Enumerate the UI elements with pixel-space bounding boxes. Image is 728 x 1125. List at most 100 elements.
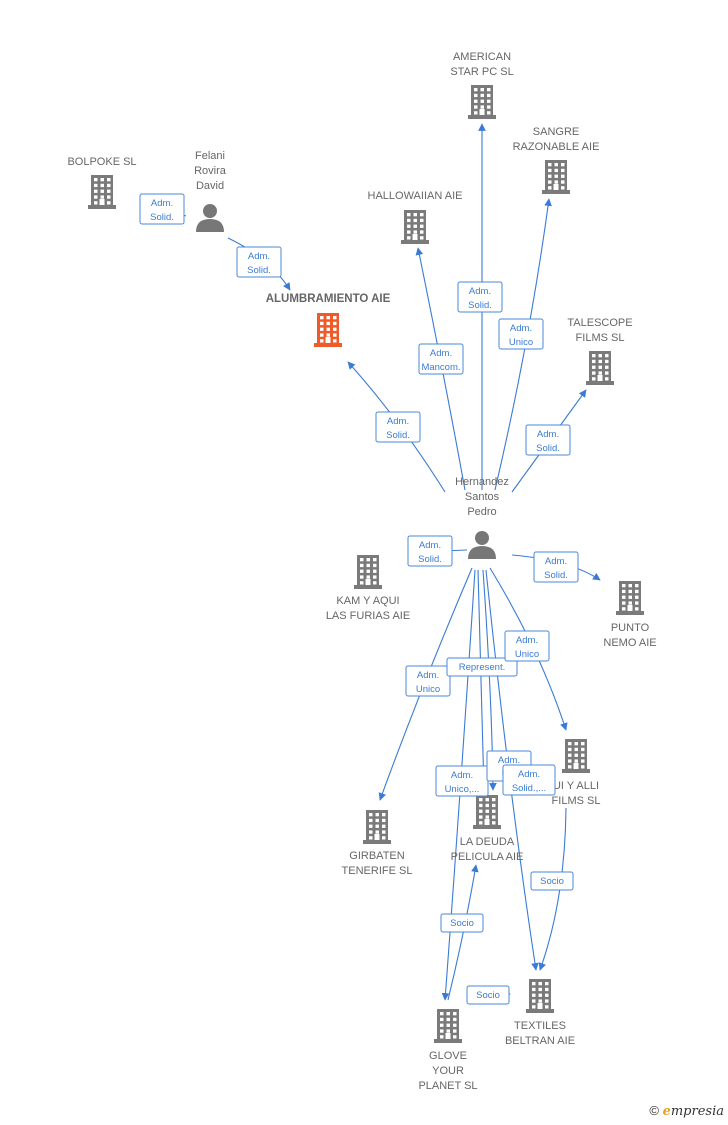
edge-badge-e1[interactable]: Adm. Solid. (139, 193, 185, 225)
building-icon (586, 351, 614, 385)
edge-badge-text: Solid. (247, 265, 271, 276)
building-icon (88, 175, 116, 209)
node-label: BELTRAN AIE (505, 1035, 575, 1047)
building-icon (401, 210, 429, 244)
node-label: GLOVE (429, 1050, 467, 1062)
edge-badge-e8[interactable]: Adm. Solid. (407, 535, 453, 567)
copyright-symbol: © (649, 1103, 659, 1118)
edge-badge-box (498, 318, 544, 350)
edge-badge-text: Adm. (417, 670, 439, 681)
node-hallowaiian[interactable]: HALLOWAIIAN AIE (368, 190, 463, 244)
edge-badge-e13[interactable]: Adm.Unico,... (435, 765, 489, 797)
building-icon (354, 555, 382, 589)
node-label: ALUMBRAMIENTO AIE (266, 293, 391, 305)
node-punto[interactable]: PUNTO NEMO AIE (603, 581, 657, 649)
edge-badge-text: Mancom. (421, 362, 460, 373)
node-label: PLANET SL (418, 1080, 477, 1092)
node-textiles[interactable]: TEXTILES BELTRAN AIE (505, 979, 575, 1047)
node-label: LAS FURIAS AIE (326, 610, 410, 622)
building-icon (542, 160, 570, 194)
edge-badge-text: Solid. (386, 430, 410, 441)
brand-logo[interactable]: empresia (662, 1104, 724, 1119)
building-icon (363, 810, 391, 844)
edge-badge-text: Unico (416, 684, 440, 695)
edge-badge-text: Adm. (248, 251, 270, 262)
edge-badge-e10[interactable]: Adm. Unico (405, 665, 451, 697)
edge-badge-e7[interactable]: Adm. Solid. (525, 424, 571, 456)
node-label: AMERICAN (453, 51, 511, 63)
edge-badge-e5[interactable]: Adm.Solid. (457, 281, 503, 313)
node-label: TALESCOPE (567, 317, 632, 329)
node-label: TENERIFE SL (342, 865, 413, 877)
edge-badge-text: Solid. (418, 554, 442, 565)
node-label: Hernandez (455, 476, 509, 488)
node-label: Pedro (467, 506, 496, 518)
edge-badge-text: Adm. (451, 770, 473, 781)
edge-badge-text: Solid. (536, 443, 560, 454)
node-label: YOUR (432, 1065, 464, 1077)
edge-badge-text: Adm. (516, 635, 538, 646)
edge-badge-box (236, 246, 282, 278)
node-label: TEXTILES (514, 1020, 566, 1032)
edge-badge-e11[interactable]: Represent. (446, 657, 518, 677)
edge-badge-text: Solid. (150, 212, 174, 223)
edge-badge-box (466, 985, 510, 1005)
edge-line-e17 (538, 807, 567, 971)
edge-badge-text: Adm. (537, 429, 559, 440)
edge-badge-box (457, 281, 503, 313)
edge-badge-e6[interactable]: Adm. Unico (498, 318, 544, 350)
edge-badge-e15[interactable]: Adm.Solid.,... (502, 764, 556, 796)
node-label: PUNTO (611, 622, 650, 634)
node-bolpoke[interactable]: BOLPOKE SL (67, 156, 137, 209)
edge-badge-e17[interactable]: Socio (530, 871, 574, 891)
node-alumbramiento[interactable]: ALUMBRAMIENTO AIE (266, 293, 391, 347)
node-label: UI Y ALLI (553, 780, 599, 792)
edge-badge-box (405, 665, 451, 697)
building-icon (562, 739, 590, 773)
node-label: Santos (465, 491, 500, 503)
node-label: Felani (195, 150, 225, 162)
edge-badge-text: Adm. (387, 416, 409, 427)
edge-badge-e9[interactable]: Adm.Solid. (533, 551, 579, 583)
person-icon (196, 204, 224, 232)
edge-badge-text: Adm. (419, 540, 441, 551)
node-label: FILMS SL (576, 332, 625, 344)
edge-badge-text: Adm. (469, 286, 491, 297)
edge-line-e11 (477, 569, 488, 791)
node-label: RAZONABLE AIE (513, 141, 600, 153)
edge-badge-e18[interactable]: Socio (466, 985, 510, 1005)
edge-badge-e16[interactable]: Socio (440, 913, 484, 933)
edge-badge-box (504, 630, 550, 662)
node-label: BOLPOKE SL (67, 156, 136, 168)
edge-badge-e12[interactable]: Adm. Unico (504, 630, 550, 662)
edge-badge-e2[interactable]: Adm. Solid. (236, 246, 282, 278)
building-icon (526, 979, 554, 1013)
edge-badge-text: Socio (540, 876, 564, 887)
edge-badge-e4[interactable]: Adm.Mancom. (418, 343, 464, 375)
edge-badge-text: Unico (515, 649, 539, 660)
node-label: NEMO AIE (603, 637, 656, 649)
edge-badge-box (446, 657, 518, 677)
edge-badge-text: Adm. (510, 323, 532, 334)
node-label: FILMS SL (552, 795, 601, 807)
node-glove[interactable]: GLOVE YOUR PLANET SL (418, 1009, 478, 1092)
edge-badge-box (530, 871, 574, 891)
edge-badge-text: Unico (509, 337, 533, 348)
edge-badge-box (502, 764, 556, 796)
edge-badge-text: Socio (476, 990, 500, 1001)
building-icon (434, 1009, 462, 1043)
node-talescope[interactable]: TALESCOPE FILMS SL (567, 317, 633, 385)
node-label: HALLOWAIIAN AIE (368, 190, 463, 202)
edge-badge-e3[interactable]: Adm. Solid. (375, 411, 421, 443)
edge-badge-text: Adm. (151, 198, 173, 209)
node-aqui[interactable]: UI Y ALLI FILMS SL (552, 739, 601, 807)
edge-badge-text: Adm. (545, 556, 567, 567)
